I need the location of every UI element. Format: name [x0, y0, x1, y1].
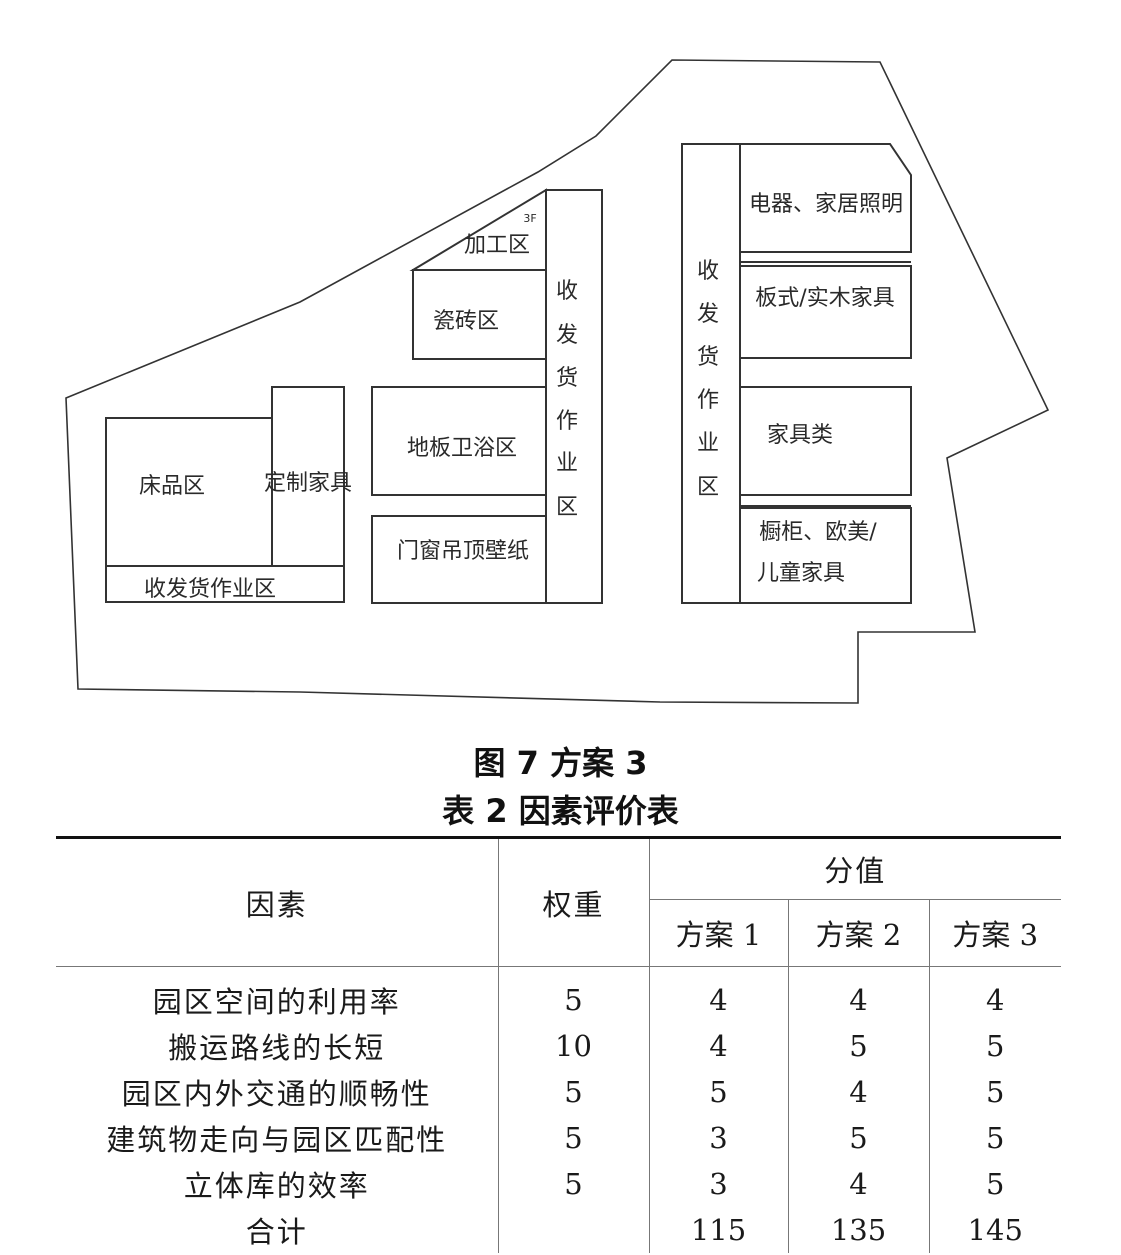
- cabinets-label-line1: 橱柜、欧美/: [759, 520, 877, 545]
- mid-dock-char: 发: [556, 323, 578, 348]
- floor3-label: 3F: [523, 212, 536, 225]
- bedding-label: 床品区: [139, 474, 205, 499]
- mid-dock-char: 货: [556, 366, 578, 391]
- right-dock-char: 发: [697, 302, 719, 327]
- site-layout-diagram: 床品区 定制家具 收发货作业区 加工区 3F 瓷砖区 地板卫浴区 门窗吊顶壁纸 …: [65, 59, 1050, 704]
- mid-dock-char: 业: [556, 451, 578, 476]
- mid-dock-char: 区: [556, 495, 578, 520]
- plan-1-cell: 115: [649, 1207, 789, 1253]
- mid-dock-label: 收 发 货 作 业 区: [556, 279, 578, 520]
- plan-3-cell: 4: [986, 983, 1005, 1017]
- cabinets-label-line2: 儿童家具: [757, 561, 845, 586]
- plan-1-cell: 5: [649, 1069, 789, 1115]
- doors-label: 门窗吊顶壁纸: [397, 539, 529, 564]
- panel-furniture-label: 板式/实木家具: [755, 286, 894, 311]
- weight-cell: 5: [498, 1069, 650, 1115]
- factor-evaluation-table: 因素 权重 分值 方案 1 方案 2 方案 3 园区空间的利用率 5 4 4 4…: [56, 836, 1062, 1253]
- header-plan-2: 方案 2: [788, 899, 930, 967]
- plan-3-cell: 5: [986, 1121, 1005, 1155]
- table-row: 园区内外交通的顺畅性 5 5 4 5: [56, 1069, 1061, 1115]
- right-dock-char: 区: [697, 475, 719, 500]
- table-caption: 表 2 因素评价表: [442, 792, 679, 830]
- plan-2-cell: 5: [788, 1115, 930, 1161]
- factor-cell: 立体库的效率: [56, 1161, 499, 1207]
- table-row-total: 合计 115 135 145: [56, 1207, 1061, 1253]
- right-dock-label: 收 发 货 作 业 区: [697, 259, 719, 500]
- factor-cell: 建筑物走向与园区匹配性: [56, 1115, 499, 1161]
- header-weight: 权重: [498, 837, 650, 967]
- appliances-zone: [739, 143, 912, 253]
- furniture-label: 家具类: [767, 423, 833, 448]
- custom-furniture-label: 定制家具: [264, 471, 352, 496]
- factor-cell: 园区空间的利用率: [56, 966, 499, 1023]
- plan-1-cell: 4: [649, 1023, 789, 1069]
- right-dock-char: 作: [697, 388, 719, 413]
- tiles-label: 瓷砖区: [433, 309, 499, 334]
- table-row: 建筑物走向与园区匹配性 5 3 5 5: [56, 1115, 1061, 1161]
- right-dock-char: 货: [697, 345, 719, 370]
- factor-cell: 合计: [56, 1207, 499, 1253]
- plan-3-cell: 145: [967, 1213, 1023, 1247]
- header-factor: 因素: [56, 837, 499, 967]
- furniture-zone: [739, 386, 912, 496]
- plan-3-cell: 5: [986, 1075, 1005, 1109]
- mid-dock-char: 收: [556, 279, 578, 304]
- processing-label: 加工区: [464, 233, 530, 258]
- table-row: 园区空间的利用率 5 4 4 4: [56, 966, 1061, 1023]
- left-dock-zone: [105, 565, 345, 603]
- left-dock-label: 收发货作业区: [144, 577, 276, 602]
- plan-1-cell: 4: [649, 966, 789, 1023]
- appliances-label: 电器、家居照明: [749, 192, 903, 217]
- plan-2-cell: 4: [788, 966, 930, 1023]
- table-row: 搬运路线的长短 10 4 5 5: [56, 1023, 1061, 1069]
- panel-furniture-zone: [739, 265, 912, 359]
- table-row: 立体库的效率 5 3 4 5: [56, 1161, 1061, 1207]
- right-dock-char: 业: [697, 431, 719, 456]
- weight-cell: 5: [498, 1161, 650, 1207]
- plan-3-cell: 5: [986, 1029, 1005, 1063]
- mid-dock-zone: [545, 189, 603, 604]
- weight-cell: 10: [498, 1023, 650, 1069]
- site-boundary: [65, 59, 1050, 704]
- cabinets-zone: [739, 507, 912, 604]
- right-dock-zone: [681, 143, 741, 604]
- mid-dock-char: 作: [556, 409, 578, 434]
- header-plan-1: 方案 1: [649, 899, 789, 967]
- figure-caption: 图 7 方案 3: [473, 744, 648, 782]
- plan-2-cell: 4: [788, 1069, 930, 1115]
- header-score: 分值: [649, 837, 1062, 900]
- plan-1-cell: 3: [649, 1161, 789, 1207]
- factor-cell: 搬运路线的长短: [56, 1023, 499, 1069]
- header-plan-3: 方案 3: [929, 899, 1062, 967]
- plan-3-cell: 5: [986, 1167, 1005, 1201]
- plan-2-cell: 135: [788, 1207, 930, 1253]
- plan-1-cell: 3: [649, 1115, 789, 1161]
- factor-cell: 园区内外交通的顺畅性: [56, 1069, 499, 1115]
- right-dock-char: 收: [697, 259, 719, 284]
- plan-2-cell: 5: [788, 1023, 930, 1069]
- weight-cell: 5: [498, 1115, 650, 1161]
- plan-2-cell: 4: [788, 1161, 930, 1207]
- floor-bath-label: 地板卫浴区: [407, 436, 517, 461]
- weight-cell: 5: [498, 966, 650, 1023]
- weight-cell: [498, 1207, 650, 1253]
